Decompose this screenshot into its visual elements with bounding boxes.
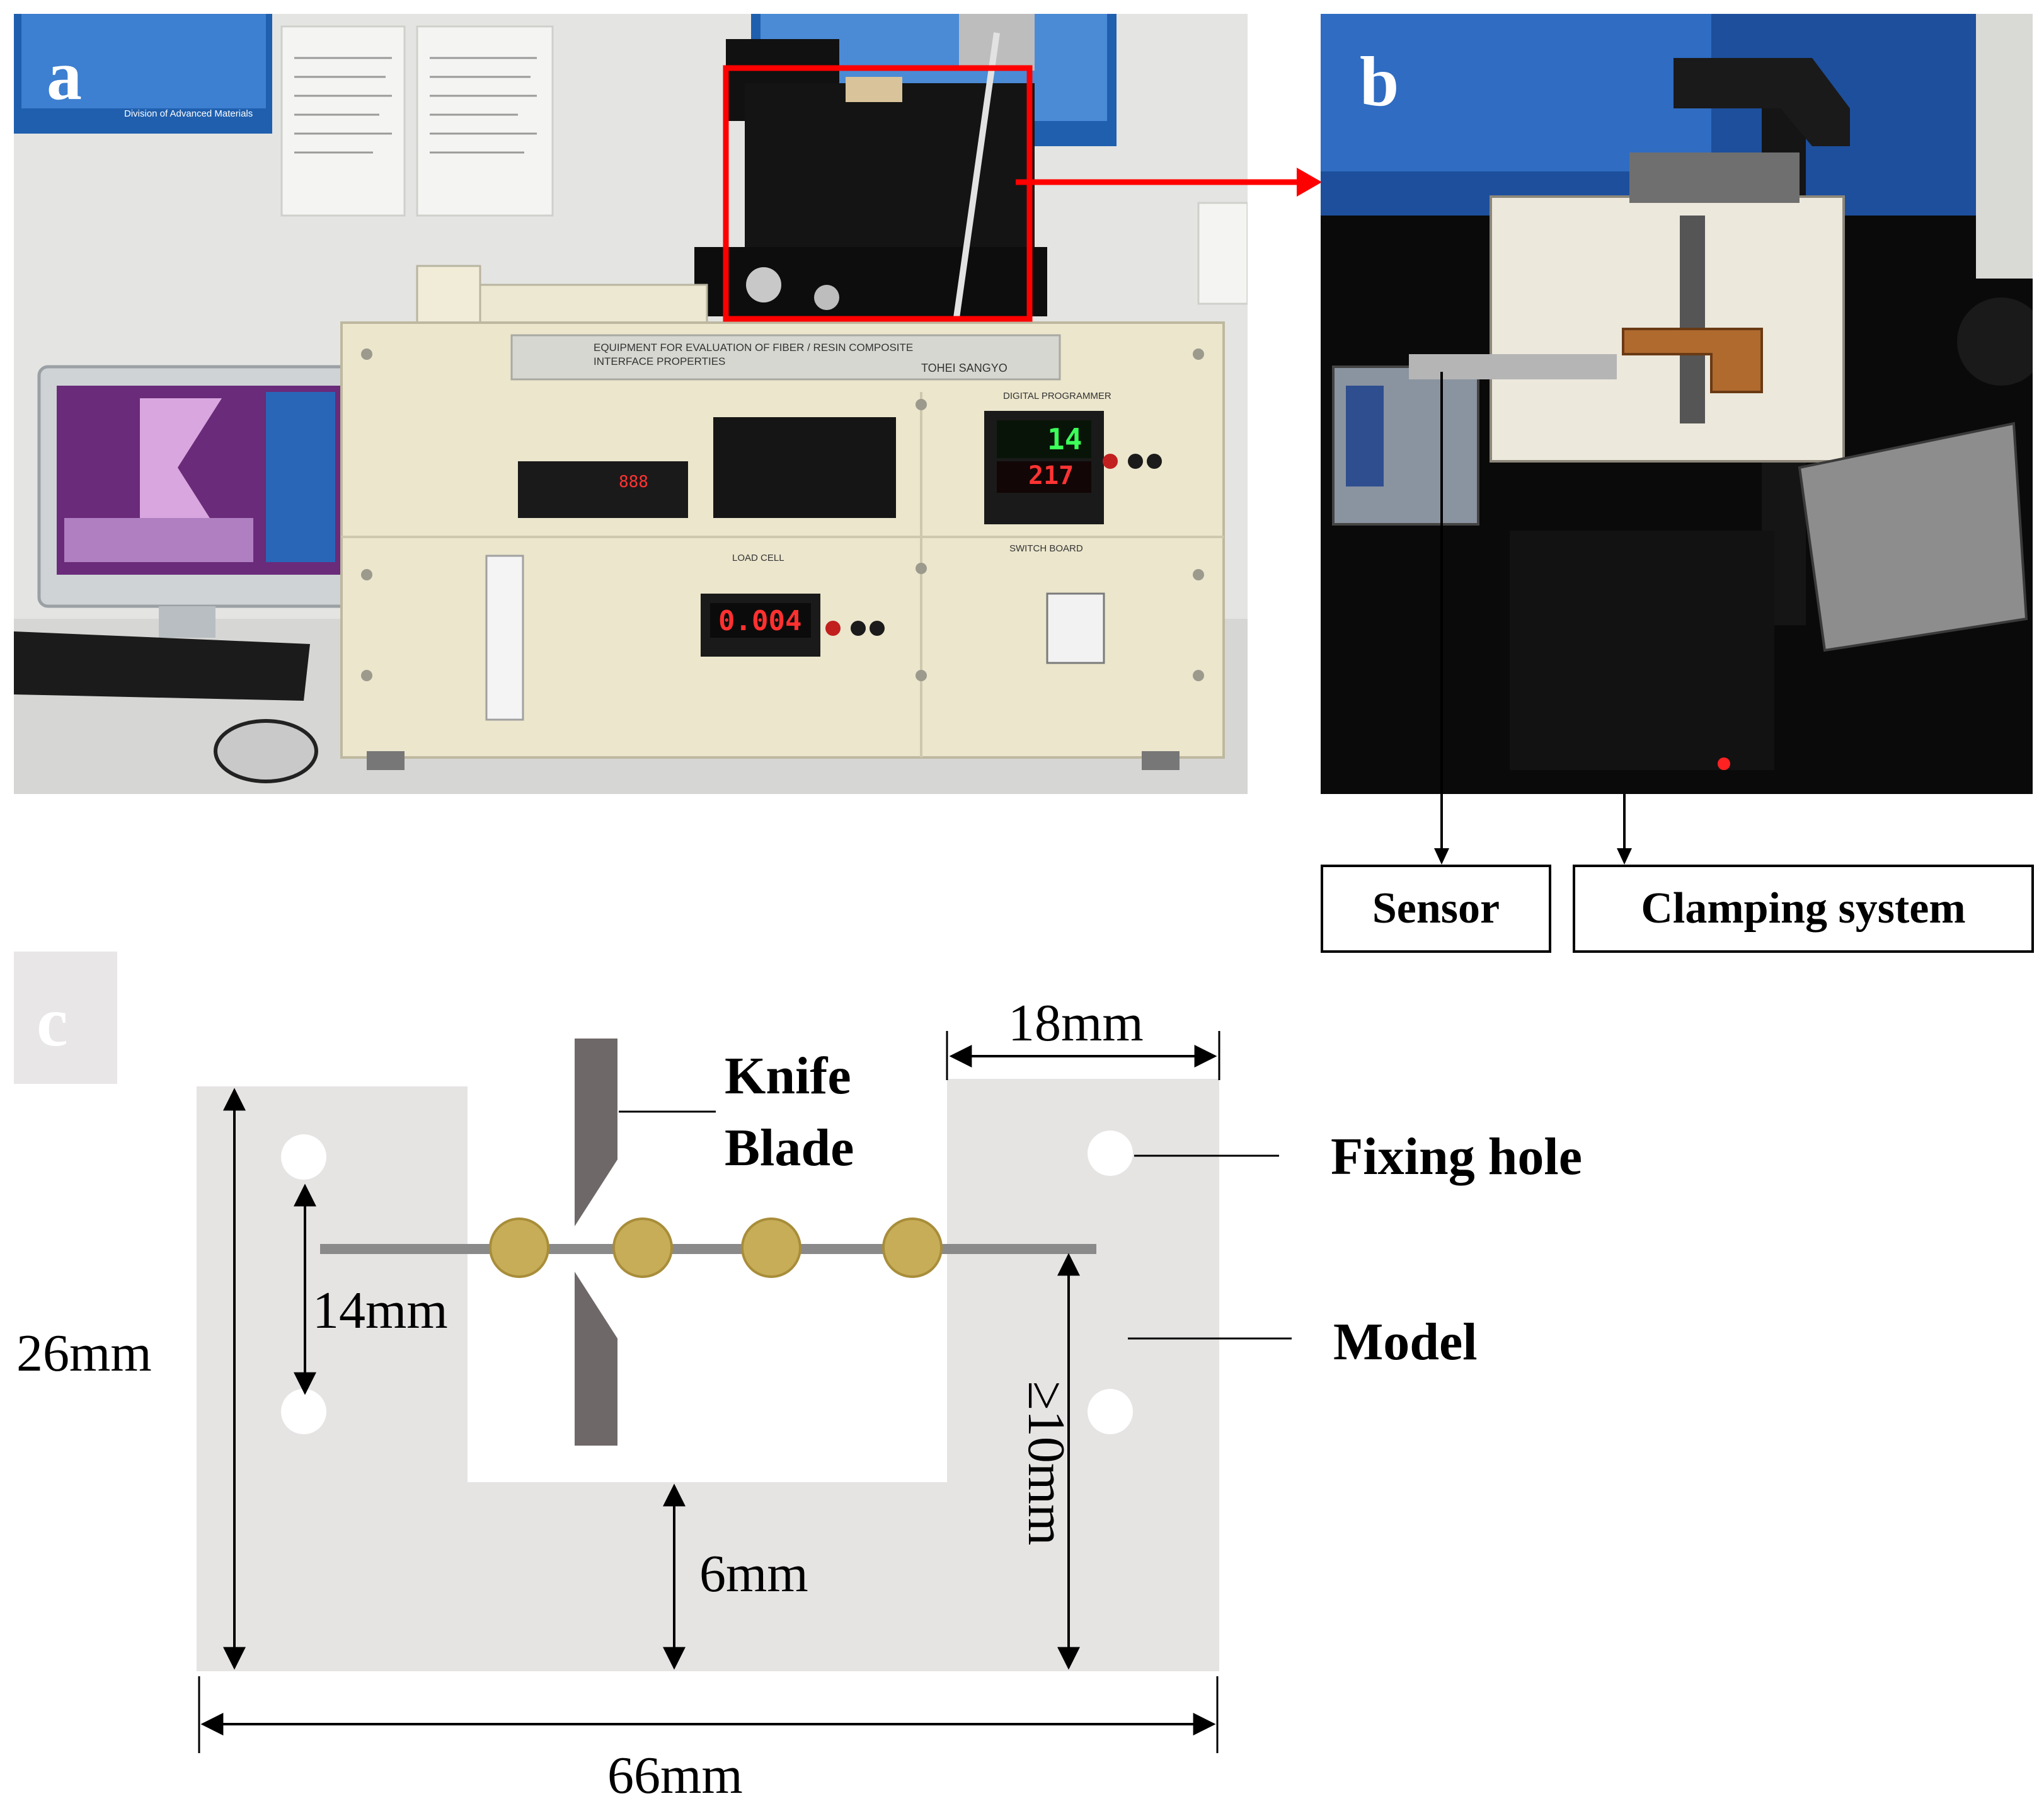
knife-blade-lower — [575, 1272, 617, 1446]
poster-division-text: Division of Advanced Materials — [124, 108, 253, 119]
digital-programmer-label: DIGITAL PROGRAMMER — [1003, 391, 1111, 401]
model-body — [197, 1079, 1219, 1671]
panel-a-photo: Division of Advanced Materials EQUIPMENT… — [14, 14, 1248, 794]
resin-droplet — [882, 1217, 943, 1278]
dim-bottom-gap-text: 6mm — [699, 1545, 808, 1603]
programmer-bottom-readout: 217 — [1028, 461, 1074, 490]
maker-label: TOHEI SANGYO — [921, 362, 1008, 374]
load-cell-label: LOAD CELL — [732, 553, 784, 563]
dim-width-total-text: 66mm — [607, 1746, 743, 1805]
fixing-hole-bottom-right — [1088, 1389, 1133, 1434]
dim-height-total-text: 26mm — [16, 1324, 152, 1383]
dim-hole-spacing-text: 14mm — [313, 1281, 448, 1340]
keyboard — [14, 631, 310, 701]
flowmeter — [485, 555, 524, 721]
knife-blade-upper — [575, 1039, 617, 1226]
equipment-title: EQUIPMENT FOR EVALUATION OF FIBER / RESI… — [594, 342, 914, 354]
resin-droplet — [489, 1217, 549, 1278]
model-label: Model — [1333, 1313, 1478, 1371]
resin-droplet — [741, 1217, 801, 1278]
programmer-top-readout: 14 — [1047, 422, 1082, 456]
mouse — [214, 719, 318, 783]
knife-label: Knife — [725, 1047, 851, 1105]
fixing-hole-bottom-left — [281, 1389, 326, 1434]
display-window — [713, 417, 896, 518]
clamping-system-callout: Clamping system — [1573, 865, 2034, 953]
equipment-subtitle: INTERFACE PROPERTIES — [594, 355, 726, 367]
dim-right-min-text: ≥10mm — [1017, 1381, 1076, 1546]
panel-c-letter: c — [37, 983, 68, 1061]
panel-a-scene — [14, 14, 1248, 794]
load-cell-readout: 0.004 — [718, 605, 802, 637]
small-indicator — [518, 461, 688, 518]
panel-a-letter: a — [47, 37, 82, 115]
fixing-hole-top-right — [1088, 1131, 1133, 1176]
panel-b-scene — [1321, 14, 2033, 770]
small-indicator-readout: 888 — [619, 473, 648, 492]
panel-b-photo: b — [1321, 14, 2033, 794]
blade-label: Blade — [725, 1119, 854, 1177]
highlight-box — [723, 65, 1033, 322]
fixing-hole-top-left — [281, 1134, 326, 1180]
fixing-hole-label: Fixing hole — [1331, 1127, 1583, 1186]
switch-board-label: SWITCH BOARD — [1009, 543, 1083, 554]
resin-droplet — [612, 1217, 673, 1278]
panel-b-letter: b — [1360, 43, 1399, 121]
switch — [1046, 592, 1105, 664]
panel-c-letter-box — [14, 952, 117, 1084]
sensor-callout: Sensor — [1321, 865, 1551, 953]
dim-right-opening-text: 18mm — [1008, 994, 1144, 1052]
